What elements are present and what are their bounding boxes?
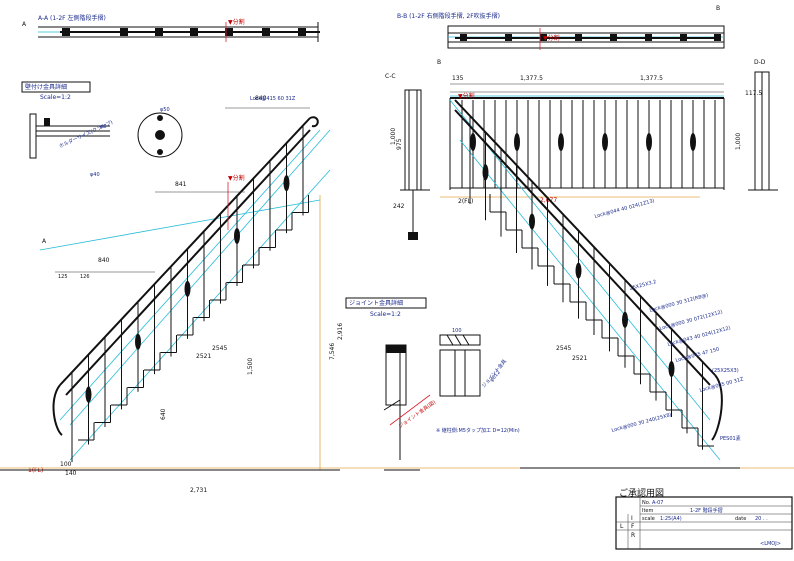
dim-a1b: 840 [255,95,267,102]
tb-name-value: 1-2F 階段手摺 [690,507,723,514]
dim-a5b: 2545 [556,345,571,352]
cut-mark-b2: B [716,5,720,12]
lk5-label: Lock@043 40 024(12X12) [667,325,731,348]
view-cc: C-C 1,000 975 242 [385,73,430,240]
view-bb-plan: B-B (1-2F 右側階段手摺, 2F吹抜手摺) ▼分割 B B [397,5,725,66]
tb-letter-f: F [631,523,635,530]
dim-a12: 7,546 [329,343,336,360]
dim-a10: 100 [60,461,72,468]
dim-a6: 2521 [196,353,211,360]
baluster-ornament [529,213,535,230]
dim-a2: 126 [80,274,90,280]
title-block: ご承認用図 No. A-07 Item 1-2F 階段手摺 scale 1:25… [615,487,793,550]
baluster-ornament [234,227,240,244]
split-mark-aa: ▼分割 [228,18,245,26]
wall-bracket-bolt: φ50 [160,107,170,113]
joint-dim: 100 [452,328,462,334]
baluster-ornament [622,311,628,328]
dim-a3: 841 [175,181,187,188]
tb-scale-label: scale [642,516,655,522]
view-bb-title: B-B (1-2F 右側階段手摺, 2F吹抜手摺) [397,12,500,20]
dim-a9: 640 [160,408,167,420]
wall-bracket-title: 壁付け金具詳細 [25,83,67,91]
gallery-ornament [602,133,608,151]
tb-letter-i: I [631,515,633,522]
wall-bracket-bar: φ40 [90,172,100,178]
lk1-label: Lock@415 60 31Z [250,96,296,102]
joint-scale: Scale=1:2 [370,311,401,318]
view-dd-title: D-D [754,59,766,66]
dim-a20: 975 [396,138,403,150]
cut-mark-a: A [22,21,27,28]
dim-a21: 242 [393,203,405,210]
baluster-ornament [135,333,141,350]
tb-no-label: No. [642,500,651,506]
view-dd: D-D 117.5 1,000 [735,59,778,191]
dim-a5: 2545 [212,345,227,352]
joint-title: ジョイント金具詳細 [349,299,403,307]
left-staircase-elevation: 840 840 841 2,731 1,500 7,546 2,916 2545… [0,95,794,494]
dim-a8: 2,731 [190,487,207,494]
tb-letter-l: L [620,523,624,530]
view-cc-title: C-C [385,73,396,80]
tb-letter-r: R [631,532,635,539]
dim-a19b: 1,000 [735,133,742,150]
tb-logo: <LMOJ> [760,541,781,547]
wall-bracket-scale: Scale=1:2 [40,94,71,101]
dim-a22: 117.5 [745,90,762,97]
lk7-label: (25X25X3) [712,368,739,374]
gallery-ornament [514,133,520,151]
cut-mark-a2: A [42,238,47,245]
tb-no-value: A-07 [652,500,663,506]
joint-note: ※ 継柱側:M5タップ加工 D=12(Min) [436,427,520,434]
dim-a4: 125 [58,274,68,280]
gallery-ornament [690,133,696,151]
view-aa-plan: A-A (1-2F 左側階段手摺) ▼分割 A [22,14,320,42]
dim-a15: 1,377.5 [520,75,543,82]
lk11-label: 25X25X3.2 [629,279,657,292]
dim-a19: 1,000 [390,128,397,145]
dim-a18: 135 [452,75,464,82]
baluster-ornament [482,164,489,181]
baluster-ornament [283,175,290,192]
dim-a7: 1,500 [247,358,254,375]
right-gallery-railing: 1,377.5 1,377.5 135 ▼分割 2,677 Lock@044 4… [440,75,725,220]
dim-a6b: 2521 [572,355,587,362]
lk4-label: Lock@000 30 072(12X12) [659,309,723,332]
gallery-ornament [558,133,564,151]
baluster-ornament [184,280,191,297]
tb-name-label: Item [642,508,654,514]
dim-a23: 2(FL) [458,198,473,205]
tb-scale-value: 1:25(A4) [660,516,682,522]
titleblock-heading: ご承認用図 [619,487,664,499]
baluster-ornament [85,386,92,403]
view-aa-title: A-A (1-2F 左側階段手摺) [38,14,106,22]
baluster-ornament [575,262,582,279]
tb-date-value: 20 . . [755,516,768,522]
joint-detail: ジョイント金具詳細 Scale=1:2 100 ジョイント金具 φ812 ジョイ… [345,297,520,471]
gallery-ornament [646,133,652,151]
dim-a16: 1,377.5 [640,75,663,82]
dim-a13: 2,916 [337,323,344,340]
split-mark-left: ▼分割 [228,174,245,182]
lk10-label: PES01素 [720,435,741,442]
dim-a1: 840 [98,257,110,264]
tb-date-label: date [735,516,746,522]
lk3-label: Lock@000 30 312(R8@) [649,292,709,313]
joint-label3: ジョイント金具(図) [397,399,437,430]
gallery-ornament [470,133,476,151]
cut-mark-b: B [437,59,441,66]
lk9-label: Lock@000 30 240(25X8) [611,412,672,434]
dim-a11: 140 [65,470,77,477]
baluster-ornament [668,360,675,377]
split-mark-bb: ▼分割 [543,34,560,42]
lk2-label: Lock@044 40 024(1Z13) [594,198,655,220]
split-mark-gallery: ▼分割 [458,92,475,100]
wall-bracket-detail: 壁付け金具詳細 Scale=1:2 φ50 ホルダーサイズ(クランプ) φ6 φ… [21,81,183,178]
right-staircase-elevation: 25X25X3.2 Lock@000 30 312(R8@) Lock@000 … [449,99,745,469]
wall-bracket-callout: φ6 [100,124,106,130]
